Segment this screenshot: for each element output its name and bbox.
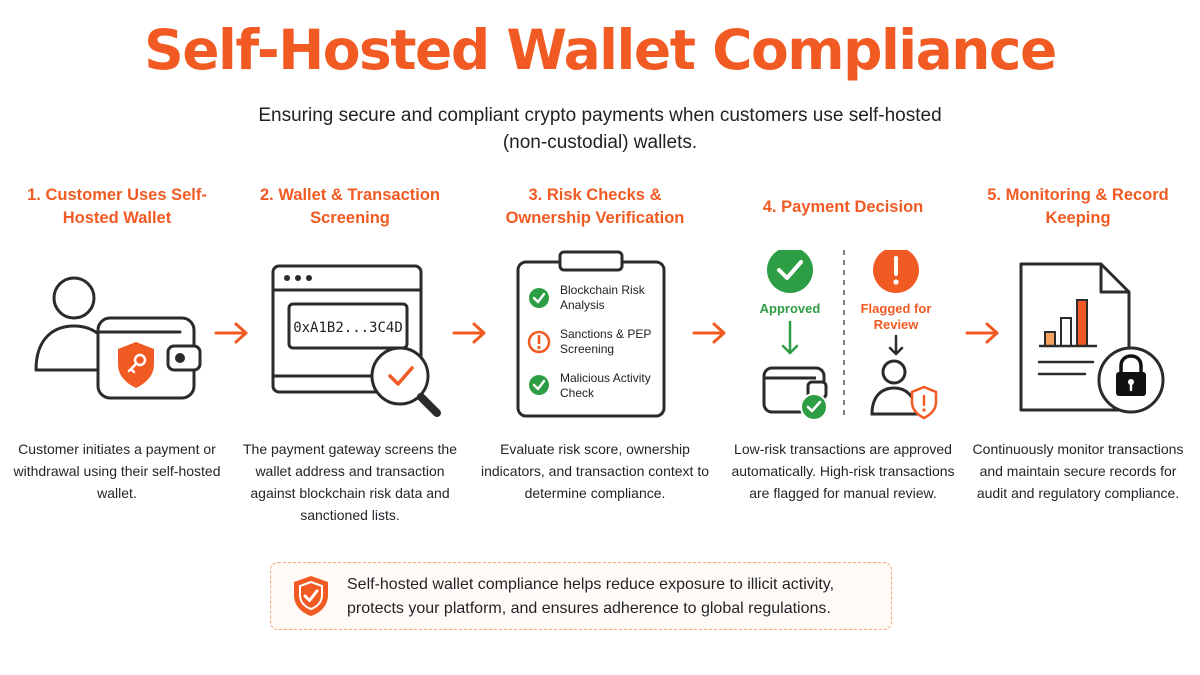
flagged-label-line2: Review [874, 317, 920, 332]
monitor-magnifier-icon: 0xA1B2...3C4D [271, 264, 441, 417]
svg-text:Malicious Activity: Malicious Activity [560, 371, 651, 385]
shield-check-icon [294, 576, 328, 616]
decision-icon: Approved Flagged for Review [760, 250, 938, 421]
arrow-right-icon [965, 322, 999, 344]
footer-text: Self-hosted wallet compliance helps redu… [347, 576, 835, 617]
approved-label: Approved [760, 301, 821, 316]
svg-text:Sanctions & PEP: Sanctions & PEP [560, 327, 651, 341]
checklist-item-1: Blockchain Risk Analysis [529, 283, 646, 312]
arrow-right-icon [452, 322, 486, 344]
step-5-title: 5. Monitoring & Record Keeping [987, 186, 1169, 227]
checklist-item-2: Sanctions & PEP Screening [527, 327, 651, 356]
step-1-title: 1. Customer Uses Self-Hosted Wallet [27, 186, 207, 227]
step-2: 2. Wallet & Transaction Screening 0xA1B2… [243, 180, 457, 525]
step-2-title: 2. Wallet & Transaction Screening [259, 186, 441, 227]
step-1: 1. Customer Uses Self-Hosted Wallet Cust… [12, 180, 222, 525]
svg-text:Blockchain Risk: Blockchain Risk [560, 283, 646, 297]
step-3-description: Evaluate risk score, ownership indicator… [480, 441, 710, 501]
step-4-description: Low-risk transactions are approved autom… [731, 441, 955, 501]
page-subtitle: Ensuring secure and compliant crypto pay… [258, 105, 942, 153]
clipboard-icon: Blockchain Risk Analysis Sanctions & PEP… [516, 250, 666, 418]
flagged-label-line1: Flagged for [861, 301, 932, 316]
svg-text:Analysis: Analysis [560, 298, 605, 312]
step-3-title: 3. Risk Checks & Ownership Verification [505, 186, 685, 227]
step-3: 3. Risk Checks & Ownership Verification … [481, 180, 709, 525]
step-2-description: The payment gateway screens the wallet a… [242, 441, 457, 523]
report-lock-icon [1019, 262, 1165, 414]
wallet-address: 0xA1B2...3C4D [293, 320, 403, 336]
arrow-right-icon [214, 322, 248, 344]
page-title: Self-Hosted Wallet Compliance [144, 18, 1057, 82]
user-wallet-icon [34, 276, 202, 400]
svg-text:Check: Check [560, 386, 595, 400]
step-1-description: Customer initiates a payment or withdraw… [13, 441, 221, 501]
arrow-right-icon [692, 322, 726, 344]
checklist-item-3: Malicious Activity Check [529, 371, 651, 400]
step-5: 5. Monitoring & Record Keeping Continuou… [973, 180, 1184, 525]
footer-callout: Self-hosted wallet compliance helps redu… [270, 562, 892, 630]
reviewer-icon [870, 359, 918, 416]
svg-text:Screening: Screening [560, 342, 614, 356]
step-5-description: Continuously monitor transactions and ma… [972, 441, 1184, 501]
approved-check-icon [767, 250, 813, 293]
step-4: 4. Payment Decision Approved Flagged for… [731, 180, 954, 525]
step-4-title: 4. Payment Decision [762, 197, 924, 216]
